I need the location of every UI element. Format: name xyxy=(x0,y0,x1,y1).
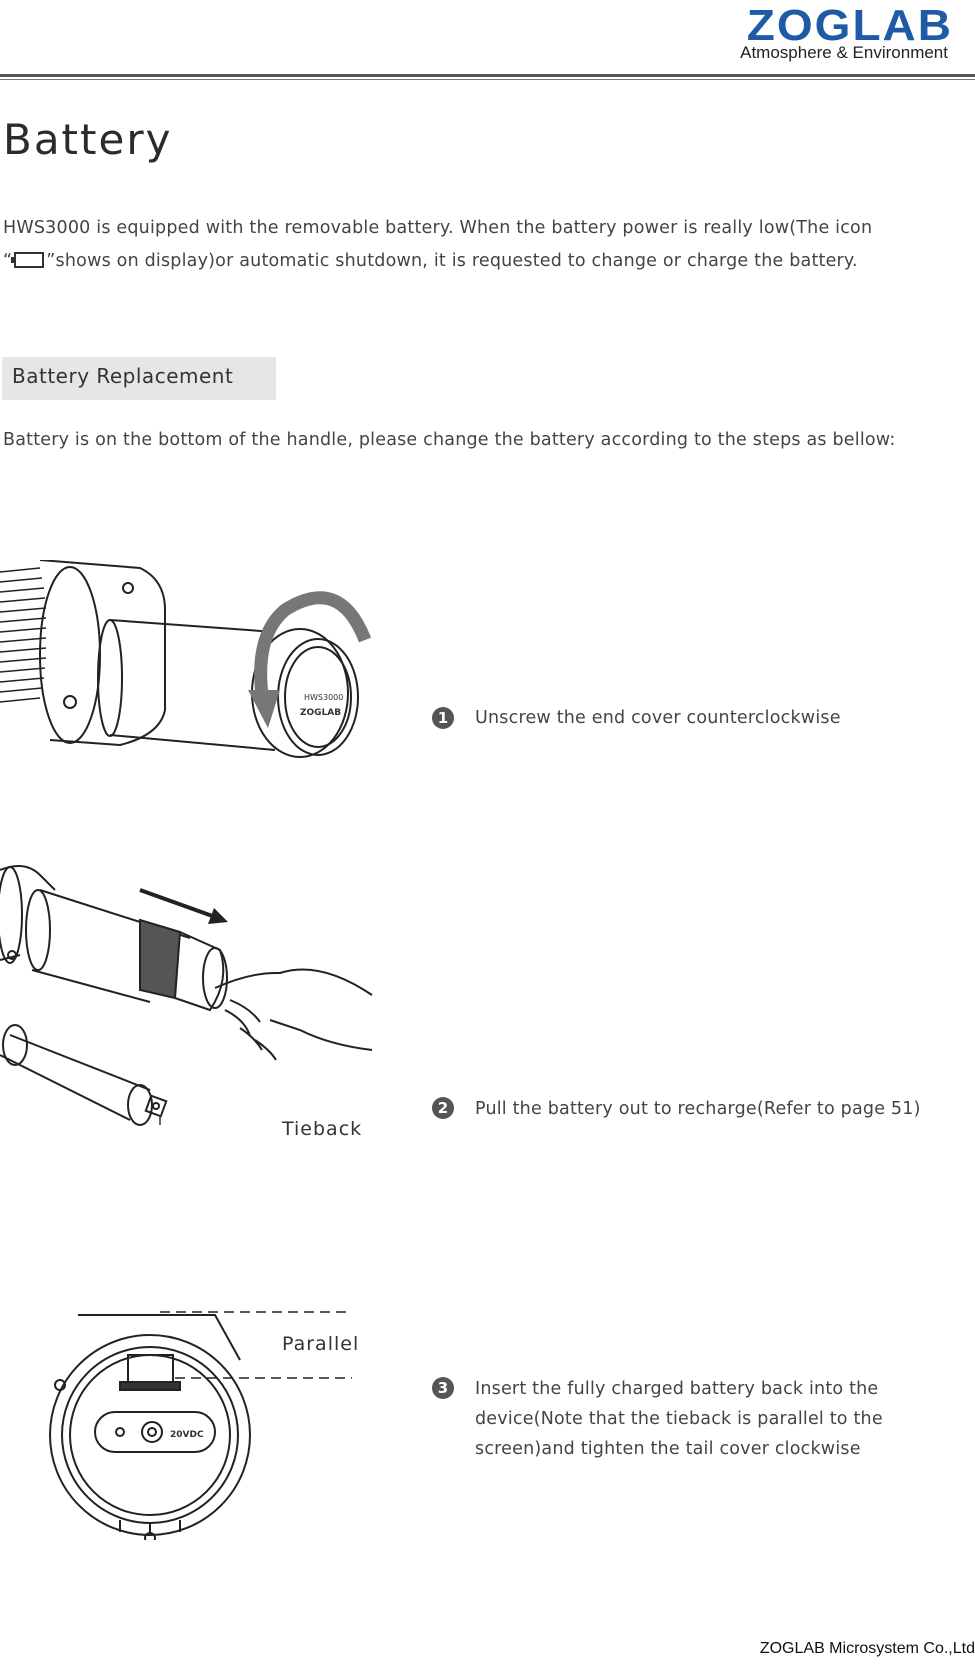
end-cover-model-text: HWS3000 xyxy=(304,693,343,702)
section-lead: Battery is on the bottom of the handle, … xyxy=(3,430,896,450)
step-1-number: 1 xyxy=(432,707,454,729)
step-2-text: Pull the battery out to recharge(Refer t… xyxy=(475,1099,921,1119)
end-cover-brand-text: ZOGLAB xyxy=(300,708,341,718)
page-title: Battery xyxy=(3,115,173,164)
step-2-number: 2 xyxy=(432,1097,454,1119)
footer-company: ZOGLAB Microsystem Co.,Ltd xyxy=(759,1640,975,1657)
logo-tagline: Atmosphere & Environment xyxy=(740,43,948,62)
step-1-text: Unscrew the end cover counterclockwise xyxy=(475,708,841,728)
section-heading-box xyxy=(2,357,276,400)
illustration-insert-battery: 20VDC xyxy=(49,1311,352,1540)
step-3-number: 3 xyxy=(432,1377,454,1399)
parallel-label: Parallel xyxy=(282,1333,360,1355)
quote-open: “ xyxy=(3,251,13,271)
zoglab-logo: ZOGLAB xyxy=(746,0,953,50)
header-rule xyxy=(0,74,975,77)
connector-label: 20VDC xyxy=(170,1430,204,1440)
tieback-label: Tieback xyxy=(282,1118,363,1140)
section-heading: Battery Replacement xyxy=(12,364,234,388)
header-rule-thin xyxy=(0,79,975,80)
intro-line-2: “ ”shows on display)or automatic shutdown… xyxy=(3,251,858,271)
step-3-text: Insert the fully charged battery back in… xyxy=(475,1379,883,1459)
illustration-pull-battery xyxy=(0,865,373,1130)
intro-line-1: HWS3000 is equipped with the removable b… xyxy=(3,218,873,238)
intro-line-2-text: ”shows on display)or automatic shutdown,… xyxy=(46,251,858,271)
illustration-unscrew-cover: HWS3000 ZOGLAB xyxy=(0,560,372,758)
battery-low-icon xyxy=(11,252,45,268)
